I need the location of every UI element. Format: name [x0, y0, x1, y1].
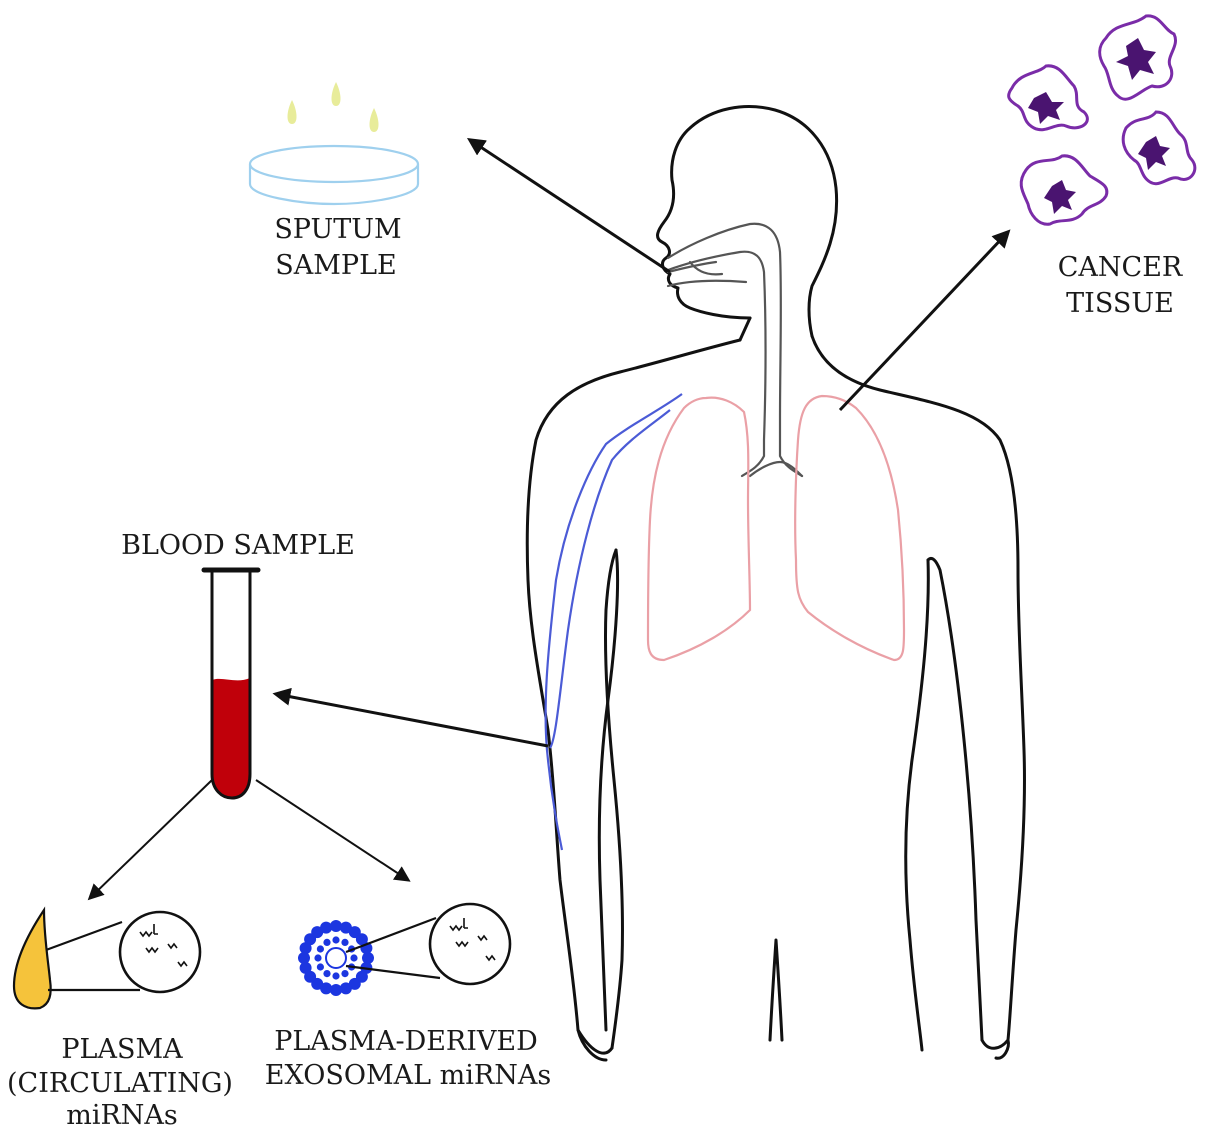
- exosome-outer-bead: [330, 984, 342, 996]
- exosome-outer-bead: [348, 977, 361, 990]
- exosome-outer-bead: [320, 982, 333, 995]
- exosome-inner-bead: [323, 938, 331, 947]
- cancer-nucleus-icon: [1028, 38, 1170, 214]
- exosome-label-line2: EXOSOMAL miRNAs: [265, 1060, 551, 1091]
- exosome-inner-bead: [332, 936, 340, 944]
- exosome-outer-bead: [330, 920, 342, 932]
- plasma-label-line2: (CIRCULATING): [7, 1068, 233, 1099]
- arrow-to-blood-sample: [272, 687, 549, 748]
- arrow-to-exosome: [255, 779, 411, 882]
- arrow-to-plasma: [87, 779, 213, 901]
- exosome-outer-bead: [355, 933, 368, 946]
- test-tube-icon: [201, 567, 261, 800]
- exosome-outer-bead: [298, 952, 310, 964]
- exosome-inner-bead: [316, 963, 324, 971]
- exosome-inner-bead: [341, 970, 349, 978]
- exosome-outer-bead: [320, 921, 333, 934]
- exosome-outer-bead: [362, 952, 374, 964]
- exosome-outer-bead: [311, 926, 324, 939]
- arrow-to-sputum: [466, 138, 671, 274]
- cancer-label-line1: CANCER: [1058, 252, 1183, 283]
- exosome-outer-bead: [299, 961, 312, 974]
- sputum-label-line2: SAMPLE: [275, 250, 396, 281]
- exosome-outer-bead: [339, 982, 352, 995]
- lungs: [646, 394, 906, 662]
- blood-sample-label: BLOOD SAMPLE: [121, 530, 355, 561]
- exosome-icon: [298, 902, 512, 996]
- left-lung: [646, 396, 752, 662]
- plasma-label-line3: miRNAs: [66, 1100, 178, 1131]
- human-body-outline: [525, 105, 1027, 1062]
- sputum-label-line1: SPUTUM: [274, 214, 401, 245]
- exosome-outer-bead: [304, 970, 317, 983]
- exosome-inner-bead: [350, 954, 358, 962]
- exosome-outer-bead: [299, 942, 312, 955]
- airway: [666, 222, 804, 478]
- exosome-inner-bead: [332, 972, 340, 980]
- exosome-inner-bead: [316, 945, 324, 953]
- exosome-label-line1: PLASMA-DERIVED: [274, 1026, 538, 1057]
- plasma-label-line1: PLASMA: [61, 1034, 183, 1065]
- exosome-inner-bead: [323, 970, 331, 978]
- arrow-to-cancer-tissue: [838, 229, 1011, 412]
- exosome-inner-bead: [341, 938, 349, 947]
- right-lung: [794, 394, 906, 662]
- exosome-outer-bead: [339, 921, 352, 934]
- cancer-cell-icon: [1007, 14, 1197, 226]
- petri-dish-icon: [248, 82, 420, 206]
- cancer-label-line2: TISSUE: [1066, 288, 1174, 319]
- plasma-droplet-icon: [12, 906, 202, 1010]
- vein: [544, 393, 683, 851]
- exosome-inner-bead: [314, 954, 322, 962]
